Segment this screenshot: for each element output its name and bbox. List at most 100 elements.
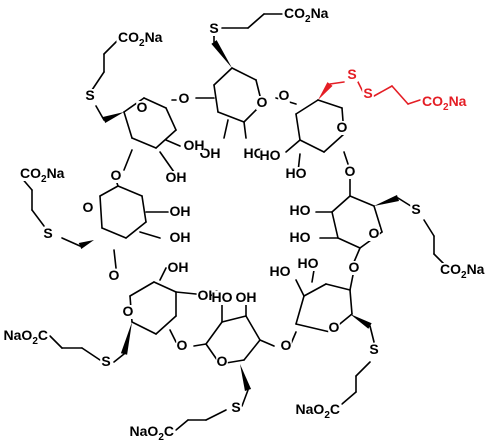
ring-3-oh-b [139,231,161,239]
oxygen-link-2-bg [110,169,122,183]
ring-7 [331,195,351,213]
carboxylate-2: CO2Na [118,29,163,49]
hydroxyl-2b: OH [166,169,187,185]
oxygen-link-3-bg [108,269,120,283]
ring-1-oxygen-bg [256,96,268,110]
arm-8 [407,99,421,105]
oxygen-link-8-bg [278,89,290,103]
carboxylate-8: CO2Na [422,93,467,113]
ring-4-oxygen: O [123,303,134,319]
hydroxyl-2b-bg [165,171,187,185]
oxygen-link-5: O [281,337,292,353]
ring-8-oxygen-bg [336,121,348,135]
ring-6 [349,289,353,315]
ring-8 [323,133,345,153]
ring-3 [141,195,147,223]
ring-3 [125,221,147,239]
ring-8 [295,99,319,115]
ring-8-c6-bond [318,82,333,100]
oxygen-link-5-bg [280,339,292,353]
ring-7 [331,211,339,239]
carboxylate-1: CO2Na [284,5,329,25]
oxygen-link-7-bg [344,165,356,179]
sulfur-4-bg [100,355,112,369]
carboxylate-3: CO2Na [20,165,65,185]
hydroxyl-7a: HO [290,202,311,218]
ring-7-oxygen-bg [368,227,380,241]
hydroxyl-8a: HO [260,147,281,163]
hydroxyl-6b-bg [297,257,319,271]
ring-2-c6-bond [102,112,124,123]
ring-2 [131,137,157,149]
arm-8 [373,85,393,97]
arm-5 [175,419,189,431]
sulfur-2-bg [84,89,96,103]
ring-4 [153,281,177,293]
hydroxyl-4a: OH [168,259,189,275]
oxygen-link-1-bg [178,92,190,106]
ring-8 [317,99,343,109]
ring-2 [155,129,177,149]
ring-7 [337,237,361,249]
hydroxyl-5a-bg [211,291,233,305]
ring-1 [231,67,257,81]
oxygen-link-6-bg [348,261,360,275]
oxygen-link-7: O [345,163,356,179]
oxygen-link-3: O [109,267,120,283]
arm-6 [341,391,357,405]
ring-7-c6-bond [374,194,400,206]
sulfur-5-bg [230,401,242,415]
glyco-2 [123,149,133,171]
oxygen-link-2: O [111,167,122,183]
ring-2 [123,97,145,113]
hydroxyl-7b-bg [289,231,311,245]
bond-layer [19,13,447,431]
ring-1-oh-a [223,119,229,139]
ring-8 [295,113,301,141]
sulfur-2: S [85,87,94,103]
glyco-5 [259,339,275,347]
arm-4 [81,347,101,361]
ring-3-oxygen-bg [82,201,94,215]
ring-7 [373,205,383,233]
hydroxyl-7a-bg [289,204,311,218]
ring-5-oxygen-bg [216,355,228,369]
carboxylate-5-bg [132,425,176,439]
hydroxyl-5b: OH [236,289,257,305]
sulfur-1-bg [208,22,220,36]
arm-6 [355,361,371,377]
carboxylate-3-bg [18,167,62,181]
oxygen-link-4-bg [176,339,188,353]
hydroxyl-5b-bg [235,291,257,305]
ring-2-oxygen-bg [136,101,148,115]
arm-5 [205,409,227,421]
glyco-4b [193,343,207,347]
ring-5-c6 [241,389,249,407]
ring-1 [217,111,245,123]
arm-2 [103,39,119,55]
sulfur-8b-bg [362,87,374,101]
ring-3 [101,227,127,239]
oxygen-link-8: O [279,87,290,103]
carboxylate-1-bg [282,7,326,21]
ring-6-oxygen-bg [328,321,340,335]
hydroxyl-8a-bg [259,149,281,163]
hydroxyl-5a: HO [212,289,233,305]
hydroxyl-1a: OH [200,145,221,161]
carboxylate-4: NaO2C [4,327,48,347]
ring-2 [143,97,167,109]
ring-4-c6-bond [120,322,132,355]
ring-5 [245,315,261,341]
hydroxyl-1b: HO [244,145,265,161]
carboxylate-8-bg [420,95,464,109]
ring-5 [221,315,247,323]
ring-7 [349,195,375,207]
ring-6-oh-a [295,279,305,297]
ring-5 [205,321,223,345]
ring-4-oh-a [159,267,167,281]
carboxylate-6-bg [298,403,342,417]
ring-4-oxygen-bg [122,305,134,319]
ring-8-oh-a [285,139,301,153]
sulfur-7: S [411,201,420,217]
